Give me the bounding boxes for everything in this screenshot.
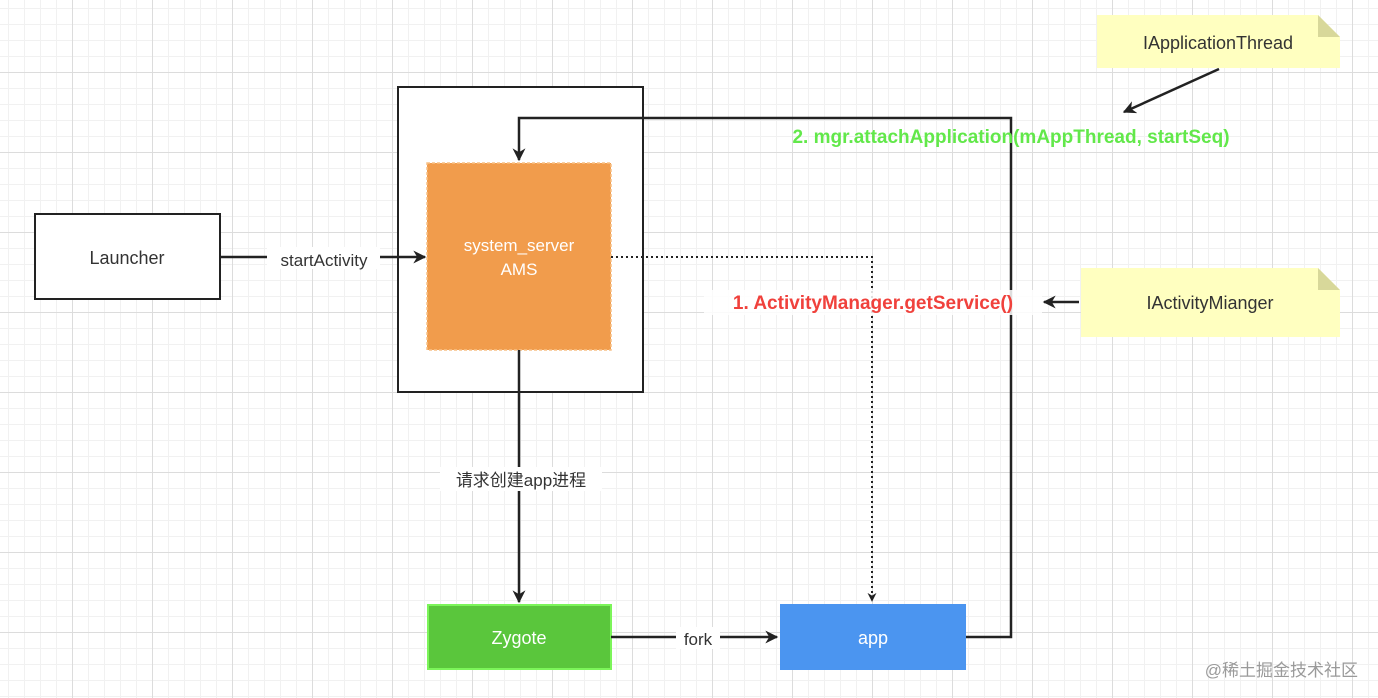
get-service-label-bg — [704, 290, 1042, 315]
iapplicationthread-note: IApplicationThread — [1097, 15, 1340, 68]
app-label: app — [858, 628, 888, 648]
zygote-box — [427, 604, 612, 670]
create-process-label: 请求创建app进程 — [456, 471, 586, 490]
get-service-label: 1. ActivityManager.getService() — [733, 293, 1013, 314]
start-activity-label: startActivity — [281, 251, 368, 270]
start-activity-label-bg — [267, 247, 380, 269]
attach-application-label: 2. mgr.attachApplication(mAppThread, sta… — [792, 127, 1229, 148]
iapplicationthread-label: IApplicationThread — [1143, 33, 1293, 53]
ams-to-app-dotted-arrow — [611, 256, 877, 602]
launcher-box — [34, 213, 221, 300]
iapplicationthread-connector — [1122, 67, 1220, 114]
fork-label: fork — [684, 630, 713, 649]
attach-application-arrow — [512, 116, 1013, 639]
launcher-label: Launcher — [89, 248, 164, 268]
app-box — [780, 604, 966, 670]
create-process-label-bg — [440, 467, 602, 491]
ams-label-line2: AMS — [501, 260, 538, 279]
watermark: @稀土掘金技术社区 — [1205, 661, 1358, 680]
iactivitymianger-label: IActivityMianger — [1146, 293, 1273, 313]
ams-box — [426, 162, 612, 351]
zygote-label: Zygote — [491, 628, 546, 648]
fork-label-bg — [676, 627, 720, 649]
ams-label-line1: system_server — [464, 236, 575, 255]
iactivitymianger-note: IActivityMianger — [1081, 268, 1340, 337]
